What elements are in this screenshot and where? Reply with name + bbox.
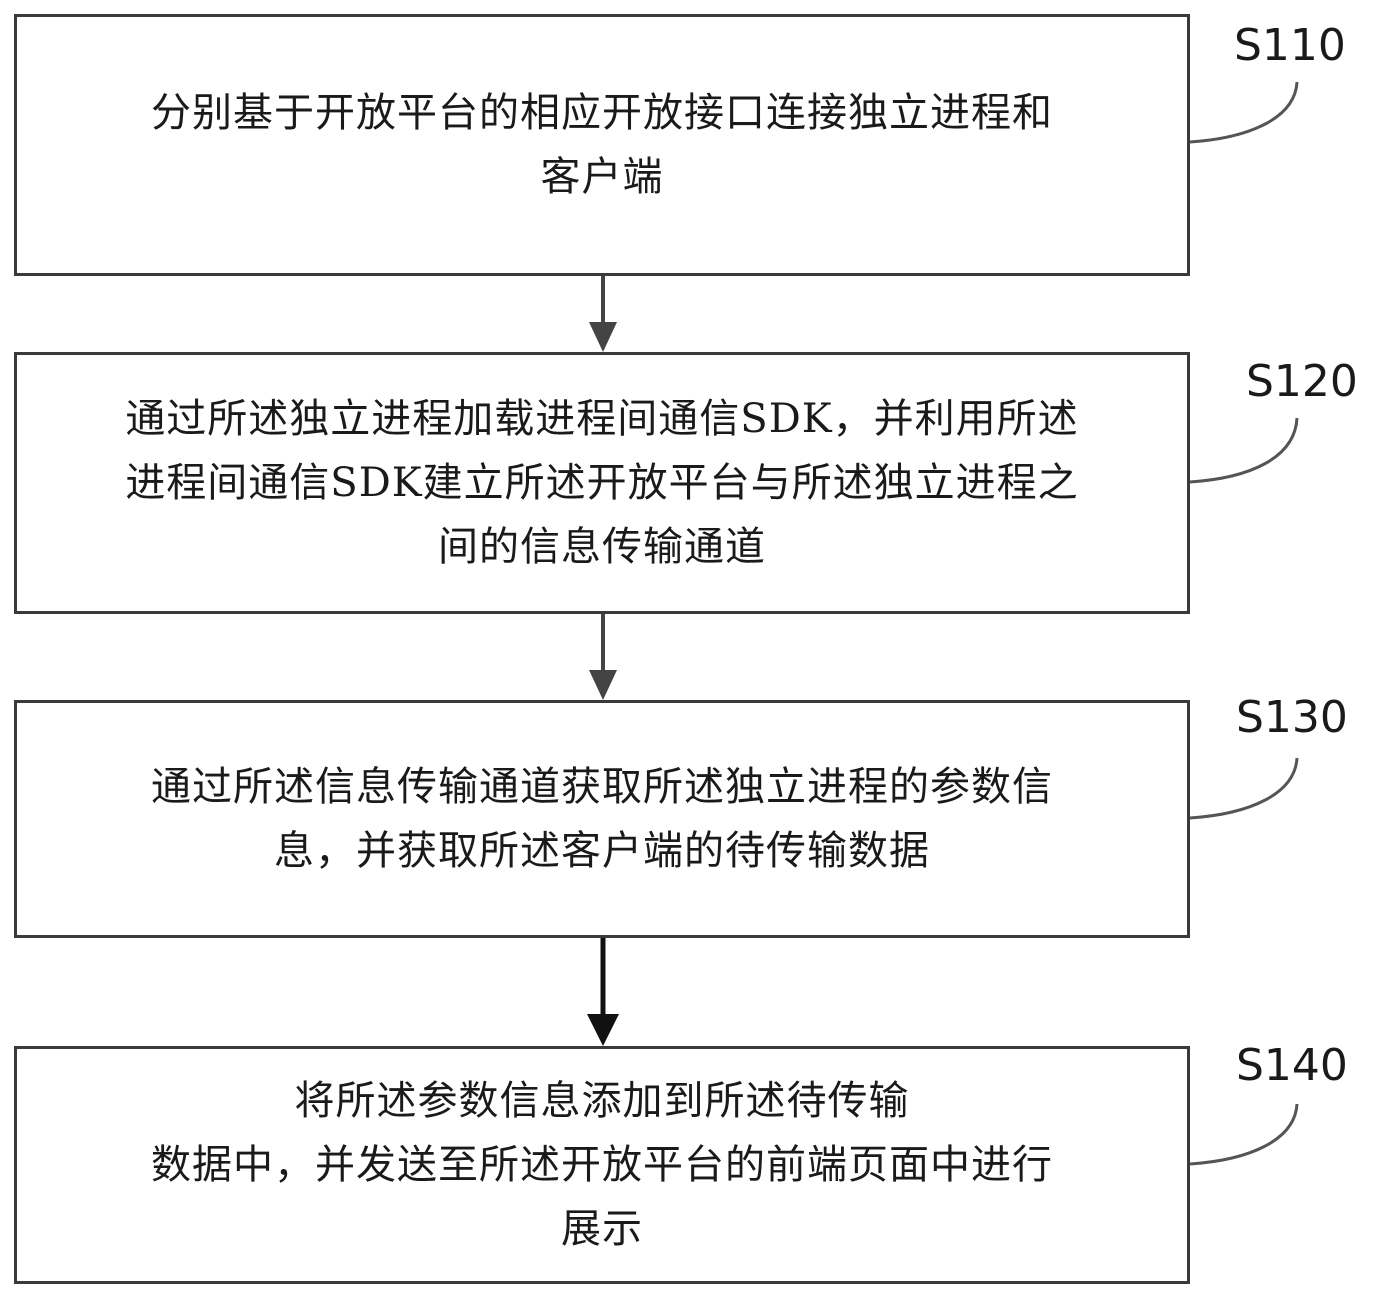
step-label-s130: S130	[1236, 692, 1348, 743]
step-text-line: 将所述参数信息添加到所述待传输	[294, 1078, 910, 1124]
leader-line-s130	[1189, 757, 1299, 820]
step-box-s130: 通过所述信息传输通道获取所述独立进程的参数信 息，并获取所述客户端的待传输数据	[14, 700, 1190, 938]
step-text-line: 息，并获取所述客户端的待传输数据	[274, 828, 930, 874]
arrow-s120-to-s130	[589, 614, 617, 700]
step-text-line: 客户端	[540, 154, 664, 200]
step-box-s110: 分别基于开放平台的相应开放接口连接独立进程和 客户端	[14, 14, 1190, 276]
step-box-s120: 通过所述独立进程加载进程间通信SDK，并利用所述 进程间通信SDK建立所述开放平…	[14, 352, 1190, 614]
step-text-line: 进程间通信SDK建立所述开放平台与所述独立进程之	[125, 460, 1079, 506]
step-box-s140: 将所述参数信息添加到所述待传输 数据中，并发送至所述开放平台的前端页面中进行 展…	[14, 1046, 1190, 1284]
arrow-s130-to-s140	[587, 938, 619, 1046]
step-text-line: 分别基于开放平台的相应开放接口连接独立进程和	[151, 90, 1053, 136]
leader-line-s140	[1189, 1103, 1299, 1166]
arrow-s110-to-s120	[589, 276, 617, 352]
step-label-s110: S110	[1234, 20, 1346, 71]
step-label-s120: S120	[1246, 356, 1358, 407]
leader-line-s110	[1189, 81, 1299, 144]
step-label-s140: S140	[1236, 1040, 1348, 1091]
leader-line-s120	[1189, 417, 1299, 484]
step-text-line: 数据中，并发送至所述开放平台的前端页面中进行	[151, 1142, 1053, 1188]
step-text-line: 间的信息传输通道	[438, 524, 766, 570]
step-text-line: 通过所述独立进程加载进程间通信SDK，并利用所述	[125, 396, 1079, 442]
step-text-line: 展示	[561, 1206, 643, 1252]
step-text-line: 通过所述信息传输通道获取所述独立进程的参数信	[151, 764, 1053, 810]
